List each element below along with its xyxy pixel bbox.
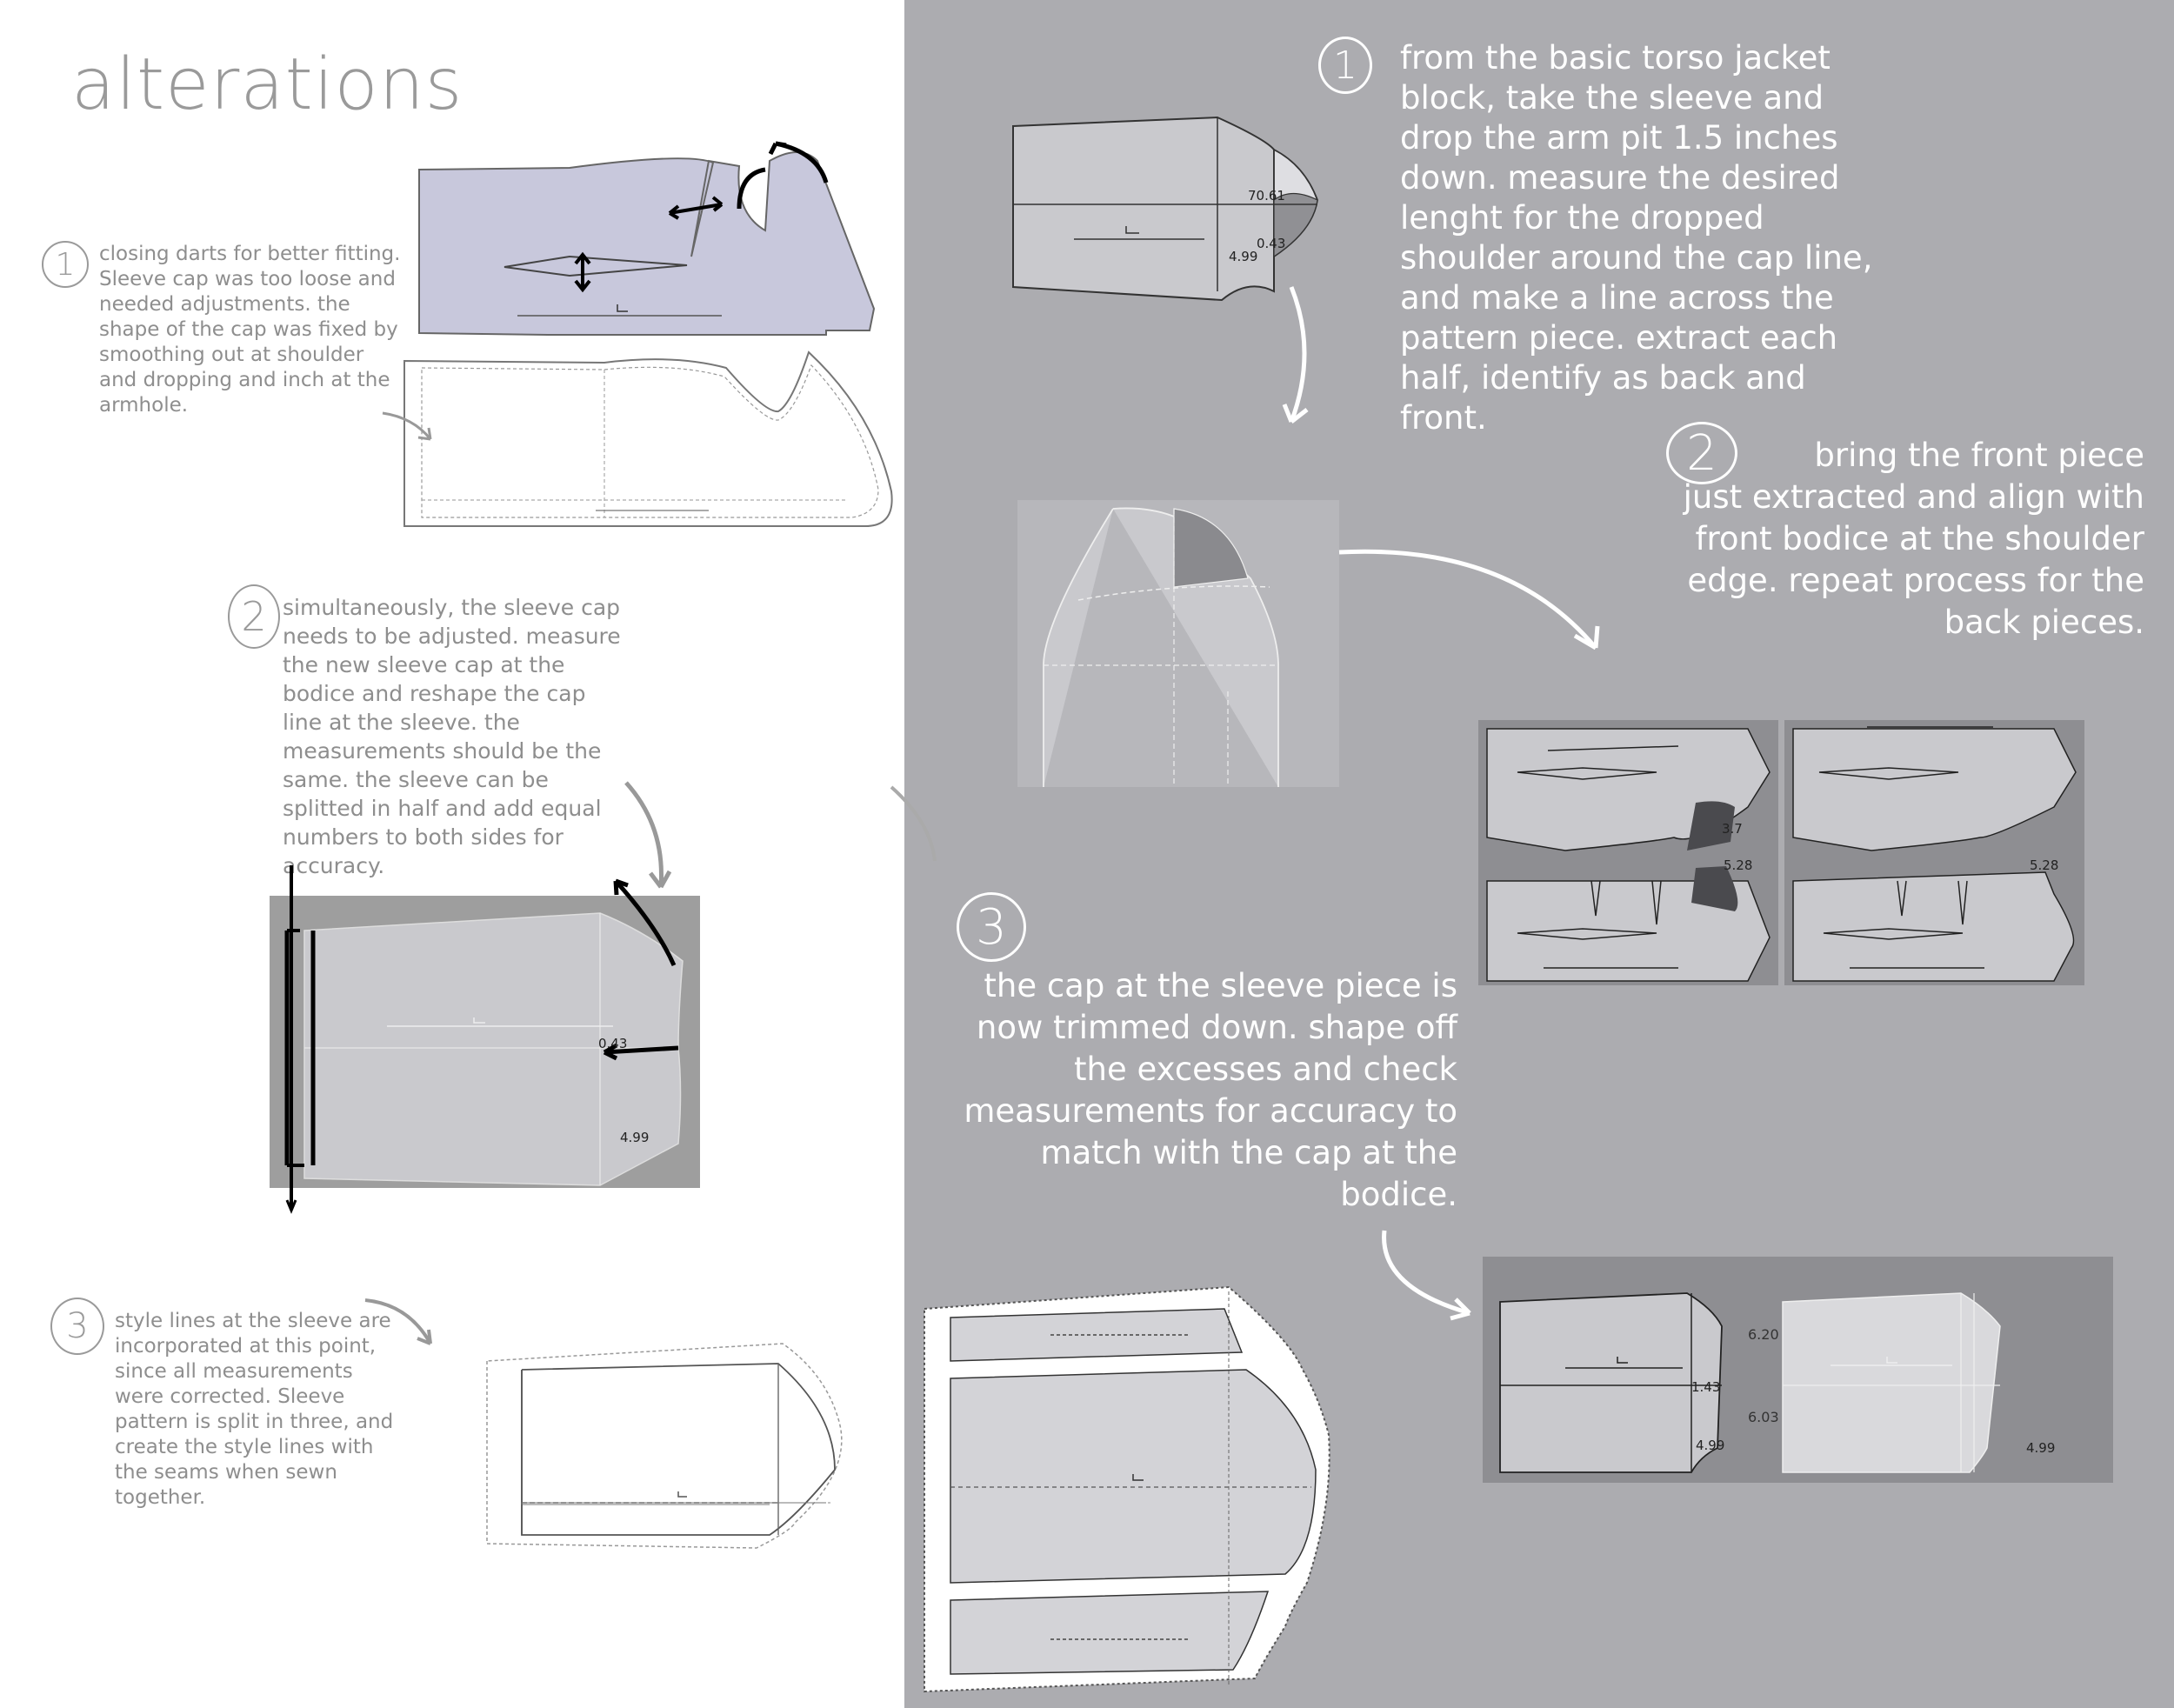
final-label-e: 4.99 bbox=[2026, 1440, 2055, 1456]
bodice-back-label: 5.28 bbox=[1724, 857, 1752, 873]
final-label-d: 6.03 bbox=[1748, 1409, 1779, 1425]
sleeve-outline-drawing bbox=[382, 350, 893, 527]
page-title: alterations bbox=[71, 43, 463, 126]
sleeve-top-label-a: 70.61 bbox=[1248, 188, 1285, 203]
final-comparison-drawing: 1.43 4.99 6.20 6.03 4.99 bbox=[1483, 1257, 2113, 1483]
right-step-1-number: 1 bbox=[1318, 37, 1372, 94]
sleeve-cap-split-drawing bbox=[1017, 500, 1339, 787]
style-lines-drawing bbox=[486, 1343, 843, 1549]
final-label-a: 1.43 bbox=[1691, 1379, 1720, 1395]
sleeve-mid-label-b: 4.99 bbox=[620, 1130, 649, 1145]
right-step-1-text: from the basic torso jacket block, take … bbox=[1400, 39, 1873, 437]
left-step-2-number: 2 bbox=[228, 584, 280, 649]
sleeve-mid-label-a: 0.43 bbox=[598, 1036, 627, 1051]
bodice-front-drawing: 3.7 5.28 bbox=[1478, 720, 1778, 985]
bodice-back-drawing: 5.28 bbox=[1784, 720, 2084, 985]
left-step-3-text: style lines at the sleeve are incorporat… bbox=[115, 1310, 394, 1509]
bodice-back-label-2: 5.28 bbox=[2030, 857, 2058, 873]
step2-arrow-icon bbox=[624, 781, 672, 889]
right-step-3-number: 3 bbox=[957, 892, 1026, 962]
sleeve-top-label-b: 4.99 bbox=[1229, 249, 1257, 264]
left-step-1-number: 1 bbox=[42, 241, 89, 288]
left-step-2-text: simultaneously, the sleeve cap needs to … bbox=[283, 595, 621, 878]
final-sleeve-drawing bbox=[924, 1285, 1330, 1693]
final-label-b: 4.99 bbox=[1696, 1438, 1724, 1453]
step3-arrow-icon bbox=[364, 1298, 432, 1345]
left-step-3-number: 3 bbox=[50, 1298, 104, 1355]
left-step-1-text: closing darts for better fitting. Sleeve… bbox=[99, 243, 401, 417]
bodice-front-label: 3.7 bbox=[1722, 821, 1743, 837]
right-step-2-number: 2 bbox=[1666, 422, 1737, 484]
sleeve-adjust-drawing: 0.43 4.99 bbox=[270, 785, 937, 1214]
right-step1-arrow-icon bbox=[1282, 286, 1309, 424]
bodice-darts-drawing bbox=[418, 141, 876, 336]
sleeve-top-label-c: 0.43 bbox=[1257, 236, 1285, 251]
right-step3-arrow-icon bbox=[1382, 1230, 1471, 1321]
right-step-3-text: the cap at the sleeve piece is now trimm… bbox=[964, 967, 1457, 1213]
sleeve-cap-drawing: 70.61 4.99 0.43 bbox=[1012, 116, 1318, 302]
right-step-2-text: bring the front piece just extracted and… bbox=[1683, 437, 2144, 641]
right-step2-arrow-icon bbox=[1338, 549, 1600, 651]
final-label-c: 6.20 bbox=[1748, 1326, 1779, 1343]
